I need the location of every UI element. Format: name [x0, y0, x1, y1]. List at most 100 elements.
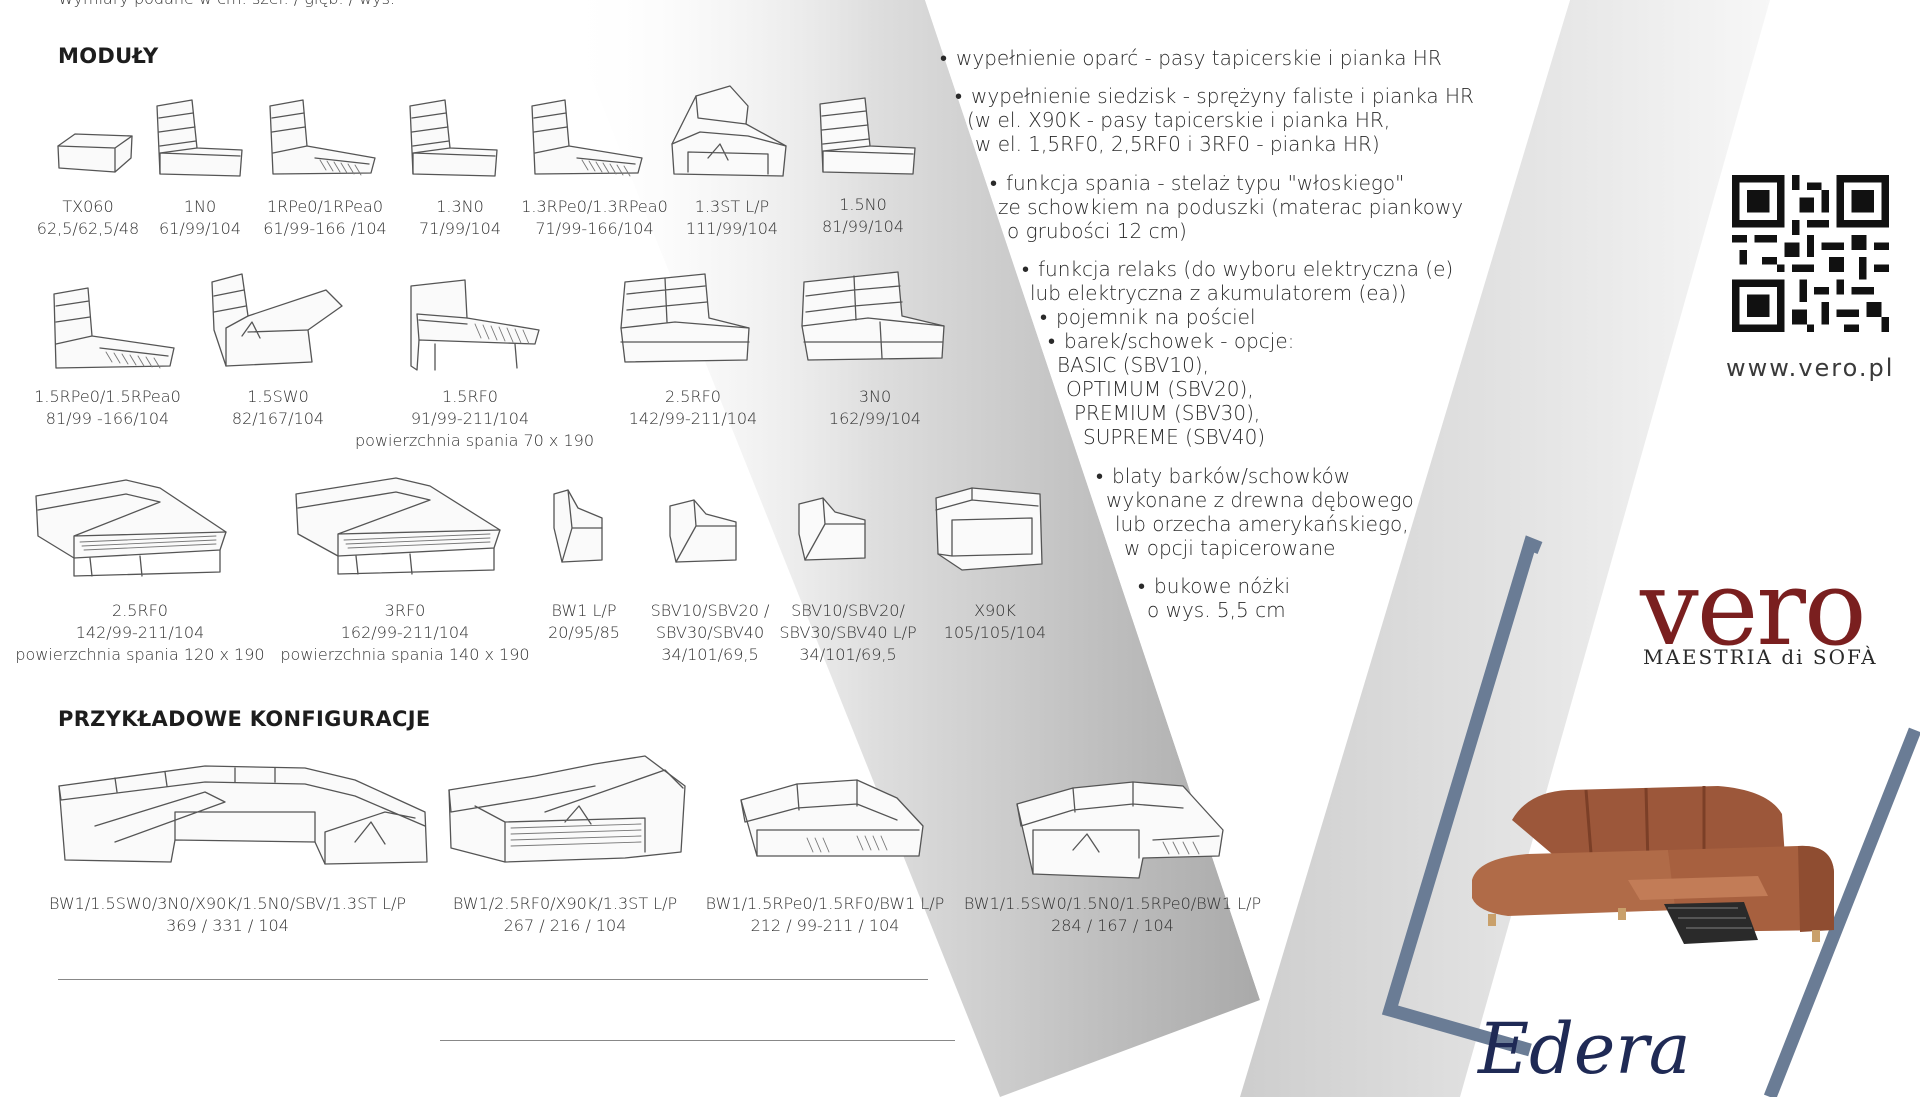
recliner-seat-icon — [531, 99, 643, 177]
feature-item: •wypełnienie siedzisk - sprężyny faliste… — [955, 84, 1474, 108]
bar-armrest-icon — [798, 497, 866, 561]
module-caption: 1RPe0/1RPea0 61/99-166 /104 — [255, 196, 395, 240]
qr-code-icon — [1732, 175, 1889, 332]
feature-item: lub elektryczna z akumulatorem (ea)) — [1030, 281, 1407, 305]
module-code: 1.5RF0 — [442, 387, 498, 406]
corner-seat-icon — [935, 487, 1043, 571]
feature-item: w opcji tapicerowane — [1124, 536, 1336, 560]
module-code: 2.5RF0 — [665, 387, 721, 406]
sleep-area-note: powierzchnia spania 120 x 190 — [15, 645, 265, 664]
module-caption: 1.5N0 81/99/104 — [803, 194, 923, 238]
feature-item: •barek/schowek - opcje: — [1048, 329, 1295, 353]
module-dims: 71/99/104 — [418, 219, 502, 238]
feature-item: o grubości 12 cm) — [1007, 219, 1187, 243]
module-code: 1.5SW0 — [247, 387, 309, 406]
module-dims: 91/99-211/104 — [410, 409, 530, 428]
config-dims: 212 / 99-211 / 104 — [750, 916, 900, 935]
chaise-storage-icon — [211, 273, 343, 367]
module-caption: TX060 62,5/62,5/48 — [28, 196, 148, 240]
module-code: 1.5N0 — [839, 195, 887, 214]
module-caption: 1N0 61/99/104 — [140, 196, 260, 240]
feature-item: •bukowe nóżki — [1138, 574, 1291, 598]
module-caption: 3N0 162/99/104 — [810, 386, 940, 430]
website-url[interactable]: www.vero.pl — [1726, 354, 1895, 382]
module-dims: 162/99/104 — [828, 409, 922, 428]
module-code: SBV10/SBV20 / — [650, 601, 770, 620]
divider-line — [58, 979, 928, 980]
module-caption: 2.5RF0 142/99-211/104 powierzchnia spania … — [10, 600, 270, 666]
brand-tagline: MAESTRIA di SOFÀ — [1643, 645, 1878, 669]
feature-item: SUPREME (SBV40) — [1083, 425, 1266, 449]
feature-item: PREMIUM (SBV30), — [1074, 401, 1261, 425]
feature-item: (w el. X90K - pasy tapicerskie i pianka … — [967, 108, 1391, 132]
module-code: 1.5RPe0/1.5RPea0 — [34, 387, 181, 406]
feature-item: lub orzecha amerykańskiego, — [1115, 512, 1409, 536]
module-dims: 162/99-211/104 — [340, 623, 470, 642]
bracket-frame — [1381, 535, 1920, 1097]
u-shape-sofa-icon — [58, 765, 428, 865]
vero-logo: vero — [1640, 547, 1867, 669]
armless-seat-icon — [156, 99, 243, 177]
module-dims: 142/99-211/104 — [628, 409, 758, 428]
feature-item: •blaty barków/schowków — [1096, 464, 1351, 488]
three-seat-icon — [801, 271, 945, 361]
module-dims: 81/99/104 — [821, 217, 905, 236]
armless-seat-icon — [409, 99, 498, 177]
recliner-sofa-icon — [740, 779, 924, 857]
dimensions-note: Wymiary podane w cm: szer. / głęb. / wys… — [58, 0, 395, 10]
module-dims: 61/99-166 /104 — [263, 219, 387, 238]
module-code: 1.3ST L/P — [694, 197, 770, 216]
feature-item: •pojemnik na pościel — [1040, 305, 1256, 329]
storage-seat-icon — [671, 85, 787, 177]
module-code: X90K — [974, 601, 1016, 620]
module-dims: 62,5/62,5/48 — [36, 219, 140, 238]
module-dims: SBV30/SBV40 — [655, 623, 765, 642]
config-code: BW1/2.5RF0/X90K/1.3ST L/P — [452, 894, 678, 913]
modules-heading: MODUŁY — [58, 44, 159, 68]
config-caption: BW1/1.5RPe0/1.5RF0/BW1 L/P 212 / 99-211 /… — [690, 893, 960, 937]
feature-item: BASIC (SBV10), — [1057, 353, 1209, 377]
feature-item: •funkcja relaks (do wyboru elektryczna (… — [1022, 257, 1454, 281]
config-code: BW1/1.5RPe0/1.5RF0/BW1 L/P — [705, 894, 945, 913]
corner-sofa-bed-icon — [448, 755, 686, 863]
module-caption: 1.3N0 71/99/104 — [400, 196, 520, 240]
module-dims: 142/99-211/104 — [75, 623, 205, 642]
config-dims: 267 / 216 / 104 — [503, 916, 627, 935]
module-dims: 82/167/104 — [231, 409, 325, 428]
product-name: Edera — [1478, 1008, 1691, 1090]
sleep-area-note: powierzchnia spania 140 x 190 — [280, 645, 530, 664]
config-caption: BW1/1.5SW0/3N0/X90K/1.5N0/SBV/1.3ST L/P 3… — [40, 893, 415, 937]
bed-open-icon — [35, 479, 227, 577]
config-code: BW1/1.5SW0/3N0/X90K/1.5N0/SBV/1.3ST L/P — [48, 894, 407, 913]
bed-open-icon — [295, 477, 501, 575]
module-code: 1N0 — [183, 197, 217, 216]
module-code: TX060 — [62, 197, 114, 216]
config-code: BW1/1.5SW0/1.5N0/1.5RPe0/BW1 L/P — [963, 894, 1262, 913]
module-code: 1RPe0/1RPea0 — [267, 197, 383, 216]
module-code: 3RF0 — [384, 601, 426, 620]
config-dims: 284 / 167 / 104 — [1051, 916, 1174, 935]
module-dims: 34/101/69,5 — [661, 645, 759, 664]
feature-item: o wys. 5,5 cm — [1147, 598, 1286, 622]
module-caption: 3RF0 162/99-211/104 powierzchnia spania 14… — [275, 600, 535, 666]
sofa-bed-icon — [410, 279, 540, 371]
armrest-icon — [553, 489, 603, 563]
module-code: 2.5RF0 — [112, 601, 168, 620]
feature-item: OPTIMUM (SBV20), — [1066, 377, 1254, 401]
feature-item: w el. 1,5RF0, 2,5RF0 i 3RF0 - pianka HR) — [975, 132, 1380, 156]
module-dims: 61/99/104 — [158, 219, 242, 238]
module-code: 1.3N0 — [436, 197, 484, 216]
config-dims: 369 / 331 / 104 — [166, 916, 289, 935]
feature-item: wykonane z drewna dębowego — [1106, 488, 1414, 512]
module-code: 3N0 — [858, 387, 892, 406]
module-caption: 1.5SW0 82/167/104 — [218, 386, 338, 430]
configs-heading: PRZYKŁADOWE KONFIGURACJE — [58, 707, 431, 731]
module-caption: SBV10/SBV20 / SBV30/SBV40 34/101/69,5 — [640, 600, 780, 666]
module-code: 1.3RPe0/1.3RPea0 — [521, 197, 668, 216]
recliner-seat-icon — [269, 99, 376, 176]
